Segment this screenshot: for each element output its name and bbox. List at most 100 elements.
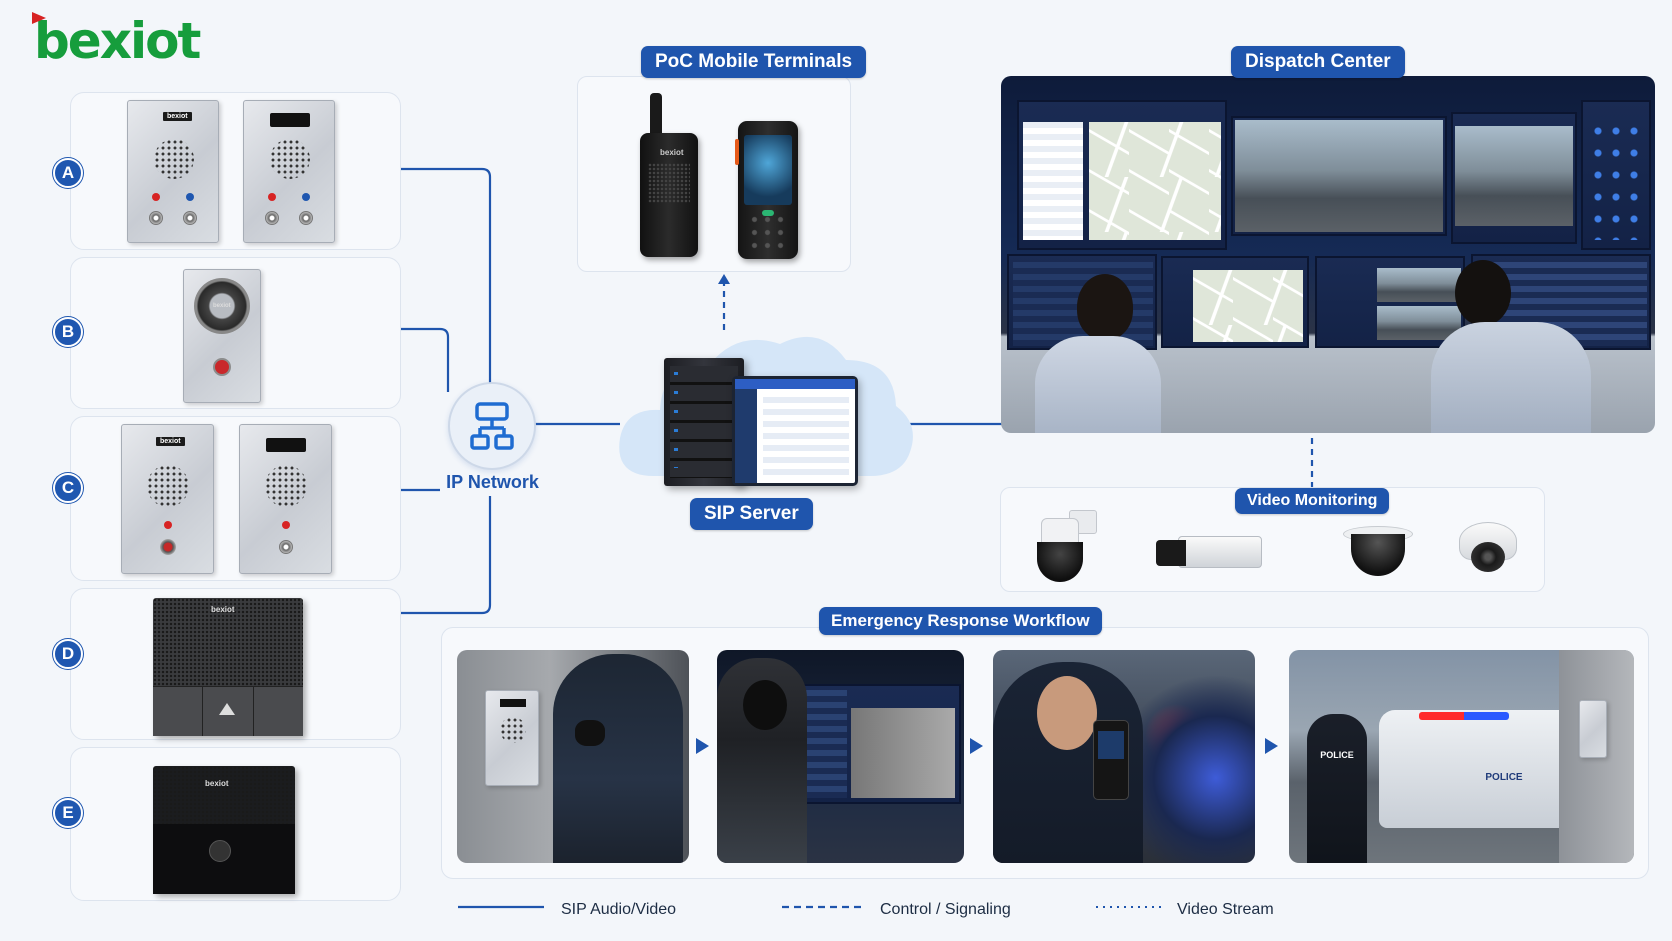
network-node: [448, 382, 536, 470]
poc-panel: bexiot: [577, 76, 851, 272]
workflow-title: Emergency Response Workflow: [819, 607, 1102, 635]
line-device-d: [401, 496, 492, 615]
device-brand-tag: bexiot: [163, 112, 192, 121]
legend-dotted-label: Video Stream: [1177, 901, 1274, 918]
device-brand-tag: bexiot: [156, 437, 185, 446]
legend-solid-line-icon: [458, 905, 544, 909]
display-icon: [266, 438, 306, 452]
device-badge-e: E: [53, 798, 83, 828]
siren-icon: [1419, 712, 1509, 720]
speaker-grille-icon: [270, 139, 310, 179]
legend-dashed-line-icon: [782, 905, 864, 909]
desktop-intercom-device: bexiot: [153, 766, 295, 894]
turret-camera-icon: [1459, 522, 1517, 578]
camera-feed-screen: [1231, 116, 1447, 236]
call-button-icon: [265, 211, 279, 225]
call-button-icon: [279, 540, 293, 554]
call-button-icon: [160, 539, 176, 555]
police-label: POLICE: [1320, 750, 1354, 760]
device-badge-b: B: [53, 317, 83, 347]
server-rack-icon: [664, 358, 744, 486]
device-badge-a: A: [53, 158, 83, 188]
workflow-step-alarm-photo: [457, 650, 689, 863]
call-button-icon: [149, 211, 163, 225]
line-device-a: [401, 167, 492, 392]
display-icon: [270, 113, 310, 127]
police-officer-person: [1307, 714, 1367, 863]
intercom-device-display: [239, 424, 332, 574]
device-panel-d: bexiot: [70, 588, 401, 740]
handheld-radio-icon: [1093, 720, 1129, 800]
speaker-grille-icon: [147, 465, 189, 507]
workflow-step-dispatch-photo: [717, 650, 964, 863]
poc-title: PoC Mobile Terminals: [641, 46, 867, 78]
device-badge-d: D: [53, 639, 83, 669]
device-brand-tag: bexiot: [213, 303, 231, 309]
workflow-arrow-icon: [970, 738, 983, 754]
ptz-camera-icon: [1031, 502, 1101, 582]
call-button-icon: [183, 211, 197, 225]
camera-feed-screen: [1451, 112, 1577, 244]
dome-camera-icon: [1343, 526, 1413, 578]
desk-monitor-map: [1161, 256, 1309, 348]
speaker-grille-icon: [265, 465, 307, 507]
info-icon: [302, 193, 310, 201]
network-label: IP Network: [446, 472, 539, 492]
device-panel-a: bexiot: [70, 92, 401, 250]
intercom-device: [485, 690, 539, 786]
brand-logo: bexiot: [32, 12, 201, 70]
video-monitoring-title: Video Monitoring: [1235, 488, 1390, 514]
sos-icon: [268, 193, 276, 201]
line-device-b: [401, 327, 450, 392]
bullet-camera-icon: [1156, 536, 1262, 574]
emergency-callpoint-device: bexiot: [183, 269, 261, 403]
intercom-device: [1579, 700, 1607, 758]
sip-server-graphic: [614, 326, 914, 494]
keypad-icon: [748, 213, 788, 251]
dispatch-title: Dispatch Center: [1231, 46, 1405, 78]
device-brand-tag: bexiot: [211, 605, 235, 614]
speaker-grille-icon: [154, 139, 194, 179]
operator-left: [1019, 274, 1167, 433]
legend-dashed-label: Control / Signaling: [880, 901, 1011, 918]
screen-icon: [744, 135, 792, 205]
poc-arrow-icon: [718, 274, 730, 284]
call-icon: [164, 521, 172, 529]
workflow-arrow-icon: [696, 738, 709, 754]
sip-server-title: SIP Server: [690, 498, 813, 530]
speaker-grille-icon: [648, 163, 690, 203]
server-dashboard-icon: [732, 376, 858, 486]
intercom-device: bexiot: [121, 424, 214, 574]
device-brand-tag: bexiot: [205, 779, 229, 788]
map-screen: [1017, 100, 1227, 250]
dispatch-center-photo: [1001, 76, 1655, 433]
workflow-panel: POLICE POLICE: [441, 627, 1649, 879]
intercom-device: bexiot: [127, 100, 219, 243]
network-icon: [470, 402, 514, 450]
phone-icon: [209, 840, 231, 862]
operator-right: [1431, 260, 1601, 433]
device-panel-e: bexiot: [70, 747, 401, 901]
call-button-icon: [299, 211, 313, 225]
desktop-intercom-device: bexiot: [153, 598, 303, 736]
poc-handset-device: [735, 121, 798, 259]
device-brand-tag: bexiot: [660, 148, 684, 157]
hooded-person: [553, 654, 683, 863]
workflow-step-police-arrival-photo: POLICE POLICE: [1289, 650, 1634, 863]
device-panel-b: bexiot: [70, 257, 401, 409]
call-icon: [282, 521, 290, 529]
control-screen: [1581, 100, 1651, 250]
legend-solid-label: SIP Audio/Video: [561, 901, 677, 918]
antenna-icon: [650, 93, 662, 141]
device-badge-c: C: [53, 473, 83, 503]
sos-icon: [152, 193, 160, 201]
car-label: POLICE: [1485, 772, 1523, 783]
ptt-key-icon: [735, 139, 739, 165]
walkie-talkie-device: bexiot: [640, 133, 698, 257]
emergency-button-icon: [213, 358, 231, 376]
workflow-arrow-icon: [1265, 738, 1278, 754]
legend-dotted-line-icon: [1096, 906, 1164, 908]
camera-lens-icon: [194, 278, 250, 334]
workflow-step-officer-photo: [993, 650, 1255, 863]
